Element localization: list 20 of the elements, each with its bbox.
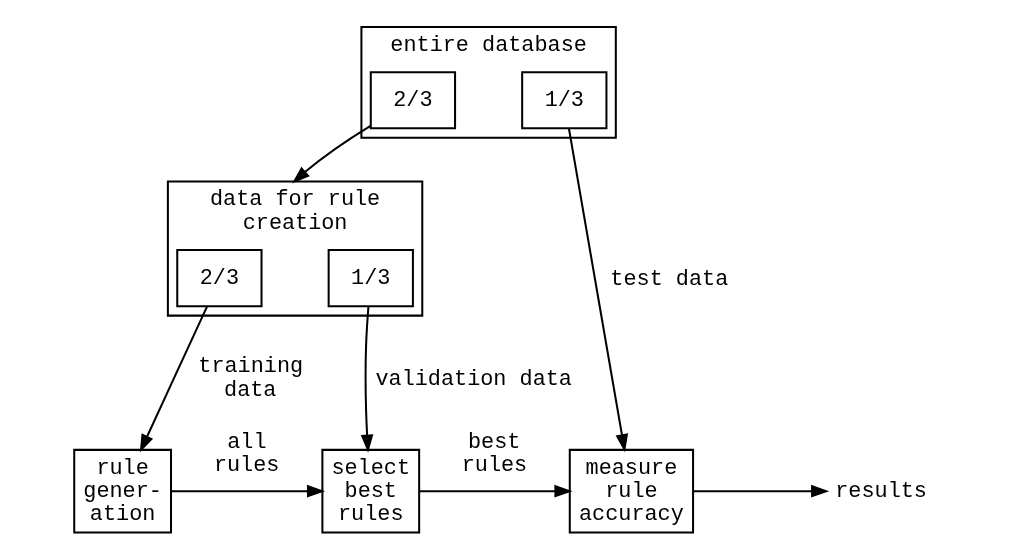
node-box: measure rule accuracy — [568, 448, 694, 534]
node-box: 1/3 — [520, 71, 607, 130]
edge-label: validation data — [374, 366, 572, 392]
arrow — [360, 306, 373, 453]
node-box: 2/3 — [175, 249, 263, 308]
edge-label: training data — [197, 354, 303, 403]
edge-label: all rules — [213, 429, 279, 479]
arrow — [170, 484, 325, 498]
arrow — [291, 124, 371, 184]
arrow — [418, 484, 572, 498]
node-box: select best rules — [320, 448, 420, 534]
arrow — [567, 128, 628, 453]
edge-label: best rules — [461, 429, 527, 479]
node-box: 2/3 — [369, 71, 456, 130]
node-box: rule gener- ation — [72, 448, 172, 534]
edge-label: test data — [609, 266, 728, 292]
arrow — [139, 305, 208, 453]
node-text: results — [834, 478, 927, 504]
node-box: 1/3 — [327, 249, 414, 308]
arrow — [692, 484, 829, 498]
